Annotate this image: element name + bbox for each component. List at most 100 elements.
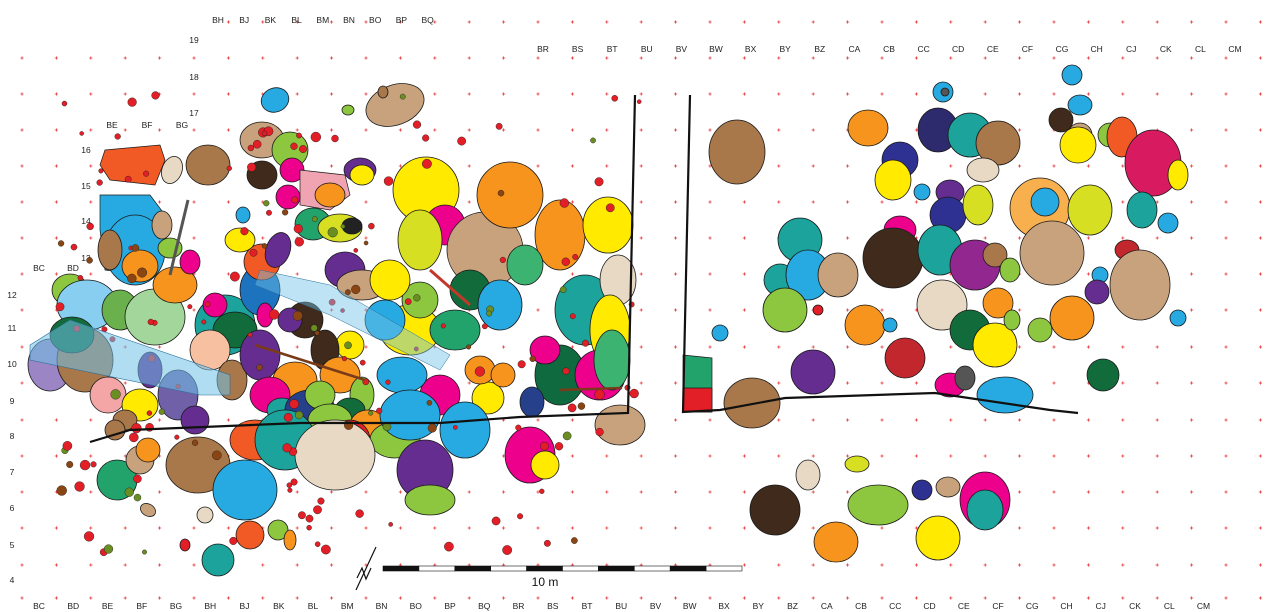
posthole-icon bbox=[554, 442, 564, 451]
posthole-icon bbox=[481, 323, 488, 330]
grid-mark bbox=[811, 563, 815, 567]
grid-mark bbox=[123, 56, 127, 60]
col-label-top: BQ bbox=[421, 15, 434, 25]
grid-mark bbox=[708, 454, 712, 458]
grid-mark bbox=[364, 308, 368, 312]
grid-mark bbox=[1155, 236, 1159, 240]
col-label-bottom: BK bbox=[273, 601, 285, 611]
grid-mark bbox=[1155, 418, 1159, 422]
grid-mark bbox=[742, 526, 746, 530]
pit-icon bbox=[152, 266, 198, 304]
pit-icon bbox=[962, 184, 994, 226]
grid-mark bbox=[89, 490, 93, 494]
col-label-bottom: BE bbox=[102, 601, 114, 611]
grid-mark bbox=[467, 596, 471, 600]
scale-bar: 10 m bbox=[382, 565, 743, 589]
grid-mark bbox=[295, 596, 299, 600]
grid-mark bbox=[502, 490, 506, 494]
grid-mark bbox=[811, 596, 815, 600]
grid-mark bbox=[1052, 92, 1056, 96]
posthole-icon bbox=[282, 443, 292, 453]
grid-mark bbox=[295, 56, 299, 60]
grid-mark bbox=[1086, 272, 1090, 276]
grid-mark bbox=[1121, 164, 1125, 168]
posthole-icon bbox=[457, 136, 467, 146]
grid-mark bbox=[811, 56, 815, 60]
grid-mark bbox=[1052, 563, 1056, 567]
posthole-icon bbox=[440, 323, 446, 329]
north-arrow-icon bbox=[355, 546, 377, 591]
pit-icon bbox=[1067, 184, 1113, 236]
pit-icon bbox=[1059, 126, 1097, 164]
grid-mark bbox=[295, 92, 299, 96]
grid-mark bbox=[20, 56, 24, 60]
grid-mark bbox=[811, 200, 815, 204]
posthole-icon bbox=[539, 488, 545, 494]
grid-mark bbox=[1258, 345, 1262, 349]
scale-segment bbox=[562, 565, 599, 572]
grid-mark bbox=[1018, 563, 1022, 567]
posthole-icon bbox=[571, 537, 578, 544]
col-label-top: CA bbox=[848, 44, 860, 54]
pit-icon bbox=[490, 362, 516, 388]
grid-mark bbox=[880, 200, 884, 204]
pit-icon bbox=[235, 206, 251, 224]
grid-mark bbox=[158, 56, 162, 60]
grid-mark bbox=[20, 272, 24, 276]
grid-mark bbox=[846, 56, 850, 60]
grid-mark bbox=[1018, 308, 1022, 312]
grid-mark bbox=[226, 526, 230, 530]
grid-mark bbox=[20, 345, 24, 349]
col-label-top: BF bbox=[142, 120, 153, 130]
posthole-icon bbox=[605, 203, 615, 213]
pit-icon bbox=[1126, 191, 1158, 229]
grid-mark bbox=[192, 128, 196, 132]
posthole-icon bbox=[636, 99, 642, 104]
grid-mark bbox=[364, 490, 368, 494]
grid-mark bbox=[605, 20, 609, 24]
posthole-icon bbox=[124, 175, 132, 183]
grid-mark bbox=[811, 526, 815, 530]
grid-mark bbox=[570, 20, 574, 24]
grid-mark bbox=[708, 20, 712, 24]
grid-mark bbox=[1258, 272, 1262, 276]
grid-mark bbox=[570, 92, 574, 96]
grid-mark bbox=[639, 381, 643, 385]
pit-icon bbox=[196, 506, 214, 524]
grid-mark bbox=[1052, 418, 1056, 422]
wall-line-icon bbox=[168, 199, 190, 276]
posthole-icon bbox=[351, 284, 361, 294]
grid-mark bbox=[1018, 164, 1022, 168]
grid-mark bbox=[467, 526, 471, 530]
pit-icon bbox=[530, 450, 560, 480]
pit-icon bbox=[239, 329, 281, 381]
grid-mark bbox=[1258, 381, 1262, 385]
posthole-icon bbox=[562, 431, 572, 441]
grid-mark bbox=[742, 454, 746, 458]
col-label-bottom: BH bbox=[204, 601, 216, 611]
posthole-icon bbox=[399, 93, 406, 100]
grid-mark bbox=[295, 272, 299, 276]
col-label-top: CG bbox=[1056, 44, 1069, 54]
grid-mark bbox=[192, 526, 196, 530]
grid-mark bbox=[1190, 308, 1194, 312]
pit-icon bbox=[847, 484, 909, 526]
grid-mark bbox=[1052, 20, 1056, 24]
grid-mark bbox=[89, 526, 93, 530]
grid-mark bbox=[708, 418, 712, 422]
col-label-top: CC bbox=[917, 44, 929, 54]
grid-mark bbox=[89, 563, 93, 567]
grid-mark bbox=[502, 596, 506, 600]
row-label: 8 bbox=[10, 431, 15, 441]
posthole-icon bbox=[290, 142, 298, 150]
posthole-icon bbox=[281, 209, 289, 216]
grid-mark bbox=[261, 236, 265, 240]
posthole-icon bbox=[567, 403, 577, 413]
grid-mark bbox=[54, 526, 58, 530]
pit-icon bbox=[529, 335, 561, 365]
posthole-icon bbox=[151, 91, 160, 100]
posthole-icon bbox=[103, 544, 114, 554]
posthole-icon bbox=[131, 244, 140, 252]
grid-mark bbox=[1190, 345, 1194, 349]
row-label: 16 bbox=[81, 145, 91, 155]
